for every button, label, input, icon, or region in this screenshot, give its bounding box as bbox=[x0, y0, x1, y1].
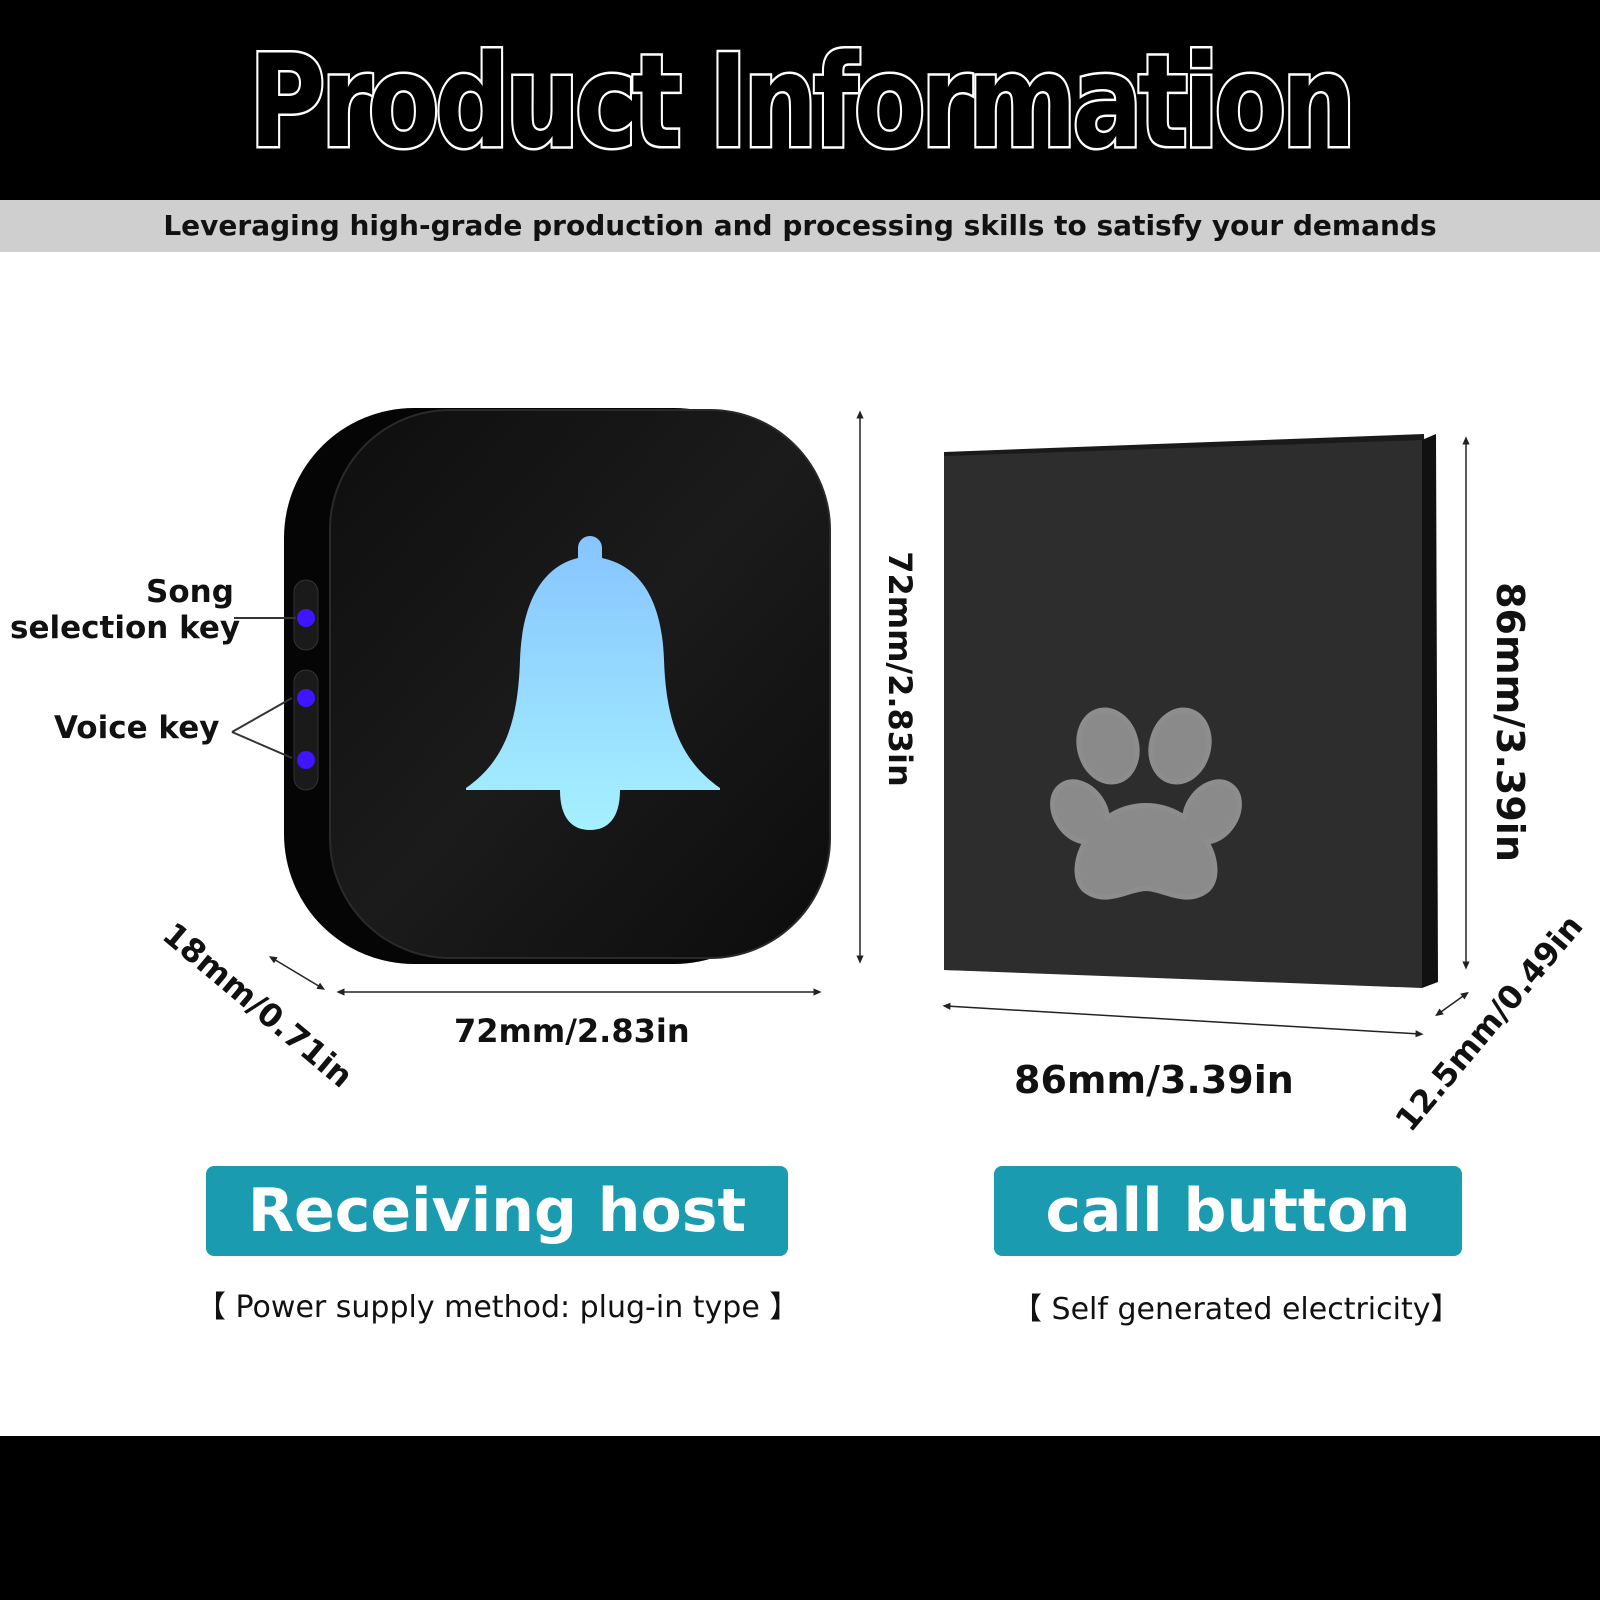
voice-key-led-2 bbox=[297, 751, 315, 769]
call-button-badge: call button bbox=[994, 1166, 1462, 1256]
subtitle-band: Leveraging high-grade production and pro… bbox=[0, 200, 1600, 252]
receiver-width-dim: 72mm/2.83in bbox=[454, 1012, 690, 1050]
paw-icon bbox=[1050, 707, 1242, 900]
button-power-note: 【 Self generated electricity】 bbox=[1012, 1292, 1461, 1327]
button-height-dim: 86mm/3.39in bbox=[1488, 582, 1532, 862]
call-button-device bbox=[944, 434, 1438, 988]
song-key-label-line1: Song bbox=[146, 574, 234, 610]
song-key-led bbox=[297, 609, 315, 627]
header-band bbox=[0, 0, 1600, 200]
receiver-power-note: 【 Power supply method: plug-in type 】 bbox=[196, 1290, 800, 1325]
page-subtitle: Leveraging high-grade production and pro… bbox=[163, 209, 1437, 242]
song-key-label-line2: selection key bbox=[10, 610, 241, 646]
footer-band bbox=[0, 1436, 1600, 1600]
receiver-height-dim: 72mm/2.83in bbox=[881, 551, 919, 787]
bell-icon bbox=[466, 536, 720, 830]
button-width-dim: 86mm/3.39in bbox=[1014, 1058, 1294, 1102]
page-title: Product Information bbox=[247, 26, 1359, 180]
voice-key-label: Voice key bbox=[54, 710, 220, 746]
voice-key-led-1 bbox=[297, 689, 315, 707]
receiving-host-badge: Receiving host bbox=[206, 1166, 788, 1256]
receiver-device bbox=[284, 408, 831, 964]
